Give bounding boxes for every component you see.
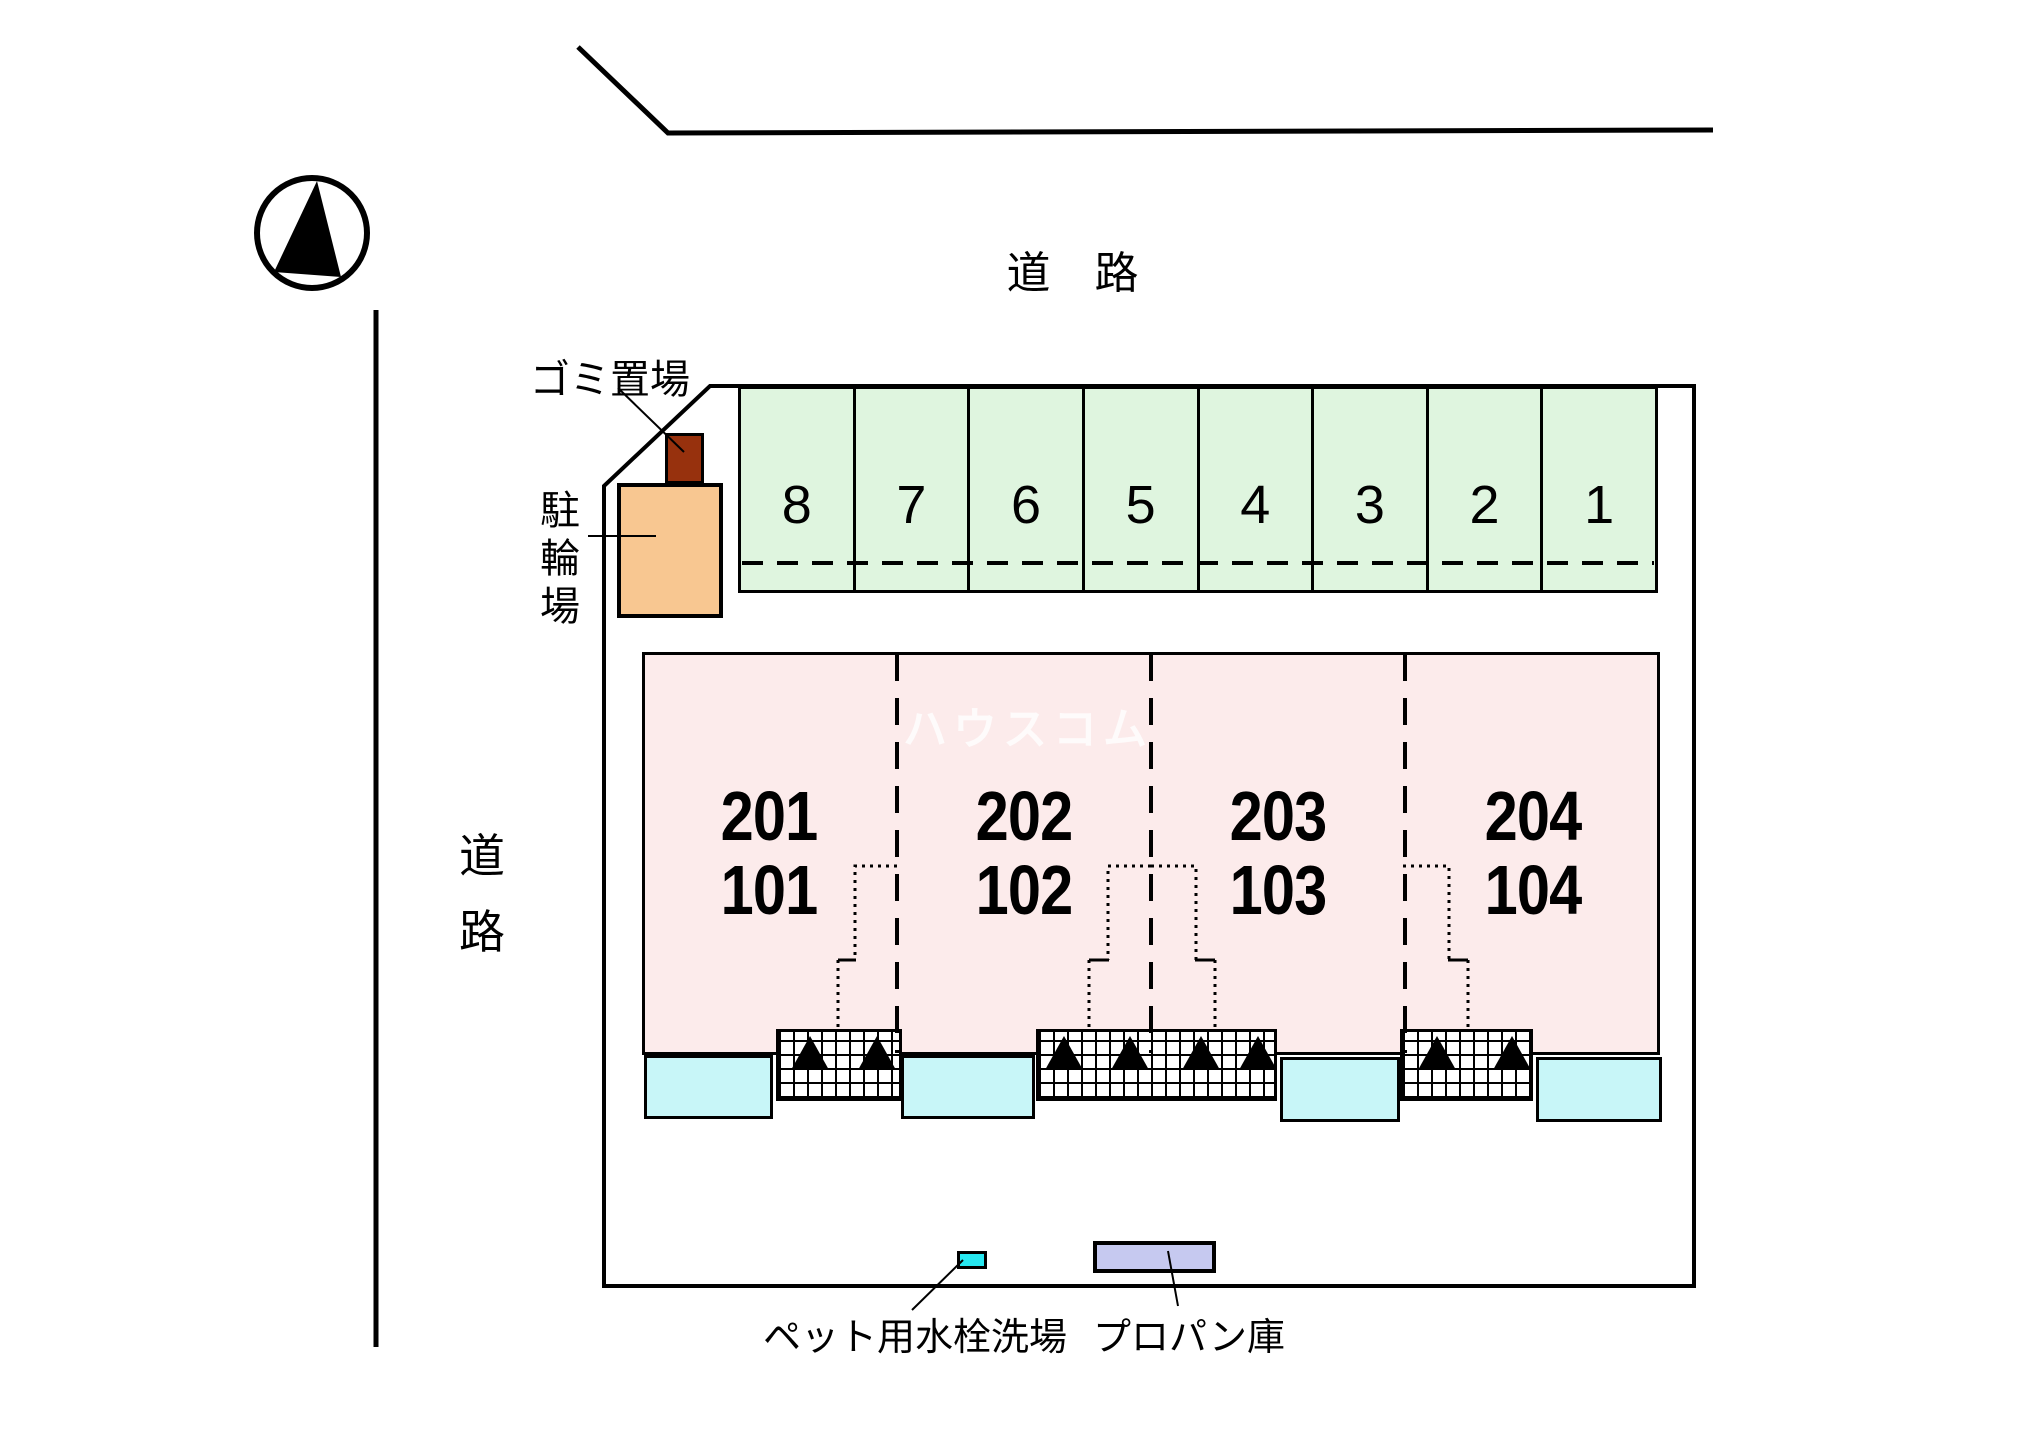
unit-lower: 101 (720, 851, 819, 929)
parking-area: 8 7 6 5 4 3 2 1 (738, 386, 1658, 593)
north-arrow-icon (254, 175, 370, 291)
unit-upper: 204 (1484, 777, 1583, 855)
porch-area (901, 1055, 1035, 1119)
bicycle-label-char: 輪 (540, 537, 580, 581)
watermark: ハウスコム (903, 705, 1153, 754)
parking-stall: 7 (856, 389, 971, 590)
parking-stall-number: 5 (1125, 474, 1156, 535)
unit-upper: 203 (1229, 777, 1328, 855)
parking-stall: 3 (1314, 389, 1429, 590)
bicycle-label-char: 駐 (540, 489, 580, 533)
road-label-left-char: 路 (459, 906, 505, 958)
bicycle-label-char: 場 (540, 585, 580, 629)
entrance-steps (1036, 1029, 1277, 1101)
parking-stall: 2 (1429, 389, 1544, 590)
parking-stall: 8 (741, 389, 856, 590)
road-label-left-char: 道 (459, 830, 505, 882)
parking-stall: 5 (1085, 389, 1200, 590)
entrance-steps (776, 1029, 902, 1101)
parking-stall-number: 1 (1584, 474, 1615, 535)
bicycle-label: 駐 輪 場 (538, 487, 582, 631)
unit-lower: 103 (1229, 851, 1328, 929)
entrance-steps (1400, 1029, 1533, 1101)
parking-stall-number: 4 (1240, 474, 1271, 535)
unit-label-204-104: 204 104 (1431, 772, 1635, 934)
propane-box (1093, 1241, 1216, 1273)
unit-upper: 201 (720, 777, 819, 855)
road-label-left: 道 路 (452, 818, 512, 970)
pet-wash-box (957, 1251, 987, 1269)
unit-label-202-102: 202 102 (922, 772, 1126, 934)
porch-area (1280, 1057, 1400, 1122)
road-label-top: 道 路 (1006, 249, 1139, 298)
unit-label-203-103: 203 103 (1176, 772, 1380, 934)
porch-area (1536, 1057, 1662, 1122)
unit-lower: 102 (975, 851, 1074, 929)
garbage-box (665, 433, 704, 484)
bicycle-parking-box (617, 483, 723, 618)
garbage-label: ゴミ置場 (530, 358, 690, 402)
propane-label: プロパン庫 (1093, 1317, 1285, 1359)
parking-stall-number: 2 (1469, 474, 1500, 535)
leader-line-pet-wash (911, 1259, 964, 1311)
porch-area (644, 1055, 773, 1119)
parking-stall-number: 7 (896, 474, 927, 535)
parking-stall: 4 (1200, 389, 1315, 590)
parking-stall-number: 8 (781, 474, 812, 535)
pet-wash-label: ペット用水栓洗場 (763, 1317, 1068, 1359)
unit-upper: 202 (975, 777, 1074, 855)
parking-stall: 1 (1543, 389, 1655, 590)
unit-label-201-101: 201 101 (667, 772, 871, 934)
parking-stall-number: 3 (1354, 474, 1385, 535)
road-edge-top (576, 45, 1714, 136)
parking-stall: 6 (970, 389, 1085, 590)
unit-lower: 104 (1484, 851, 1583, 929)
parking-stall-number: 6 (1011, 474, 1042, 535)
